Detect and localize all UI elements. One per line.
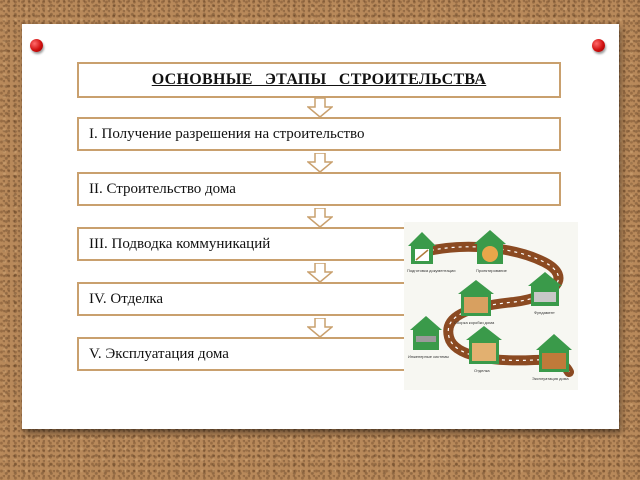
stage-label: II. Строительство дома	[89, 180, 236, 197]
stage-label: III. Подводка коммуникаций	[89, 235, 271, 252]
road-dash	[423, 246, 570, 373]
down-arrow-icon	[307, 208, 333, 228]
illus-label: Фундамент	[534, 310, 555, 315]
stage-label: IV. Отделка	[89, 290, 164, 307]
house-finishing-icon	[466, 326, 502, 364]
down-arrow-icon	[307, 98, 333, 118]
house-frame-icon	[458, 280, 494, 316]
down-arrow-icon	[307, 263, 333, 283]
illus-label: Отделка	[474, 368, 490, 373]
illus-label: Сборка коробки дома	[454, 320, 495, 325]
pin-icon	[30, 39, 43, 52]
stage-box: II. Строительство дома	[77, 172, 561, 206]
stage-box: I. Получение разрешения на строительство	[77, 117, 561, 151]
house-engineering-icon	[410, 316, 442, 350]
house-foundation-icon	[528, 272, 562, 306]
stage-label: I. Получение разрешения на строительство	[89, 125, 365, 142]
house-documents-icon	[408, 232, 436, 264]
illus-label: Инженерные системы	[408, 354, 449, 359]
slide-card: ОСНОВНЫЕ ЭТАПЫ СТРОИТЕЛЬСТВА I. Получени…	[22, 24, 619, 429]
stage-label: V. Эксплуатация дома	[89, 345, 229, 362]
illus-label: Проектирование	[476, 268, 508, 273]
illus-label: Подготовка документации	[407, 268, 455, 273]
house-operation-icon	[536, 334, 572, 372]
pin-icon	[592, 39, 605, 52]
house-design-icon	[474, 230, 506, 264]
page-title: ОСНОВНЫЕ ЭТАПЫ СТРОИТЕЛЬСТВА	[151, 71, 487, 88]
down-arrow-icon	[307, 318, 333, 338]
illus-label: Эксплуатация дома	[532, 376, 569, 381]
title-box: ОСНОВНЫЕ ЭТАПЫ СТРОИТЕЛЬСТВА	[77, 62, 561, 98]
down-arrow-icon	[307, 153, 333, 173]
construction-process-illustration: Подготовка документации Проектирование Ф…	[404, 222, 578, 390]
